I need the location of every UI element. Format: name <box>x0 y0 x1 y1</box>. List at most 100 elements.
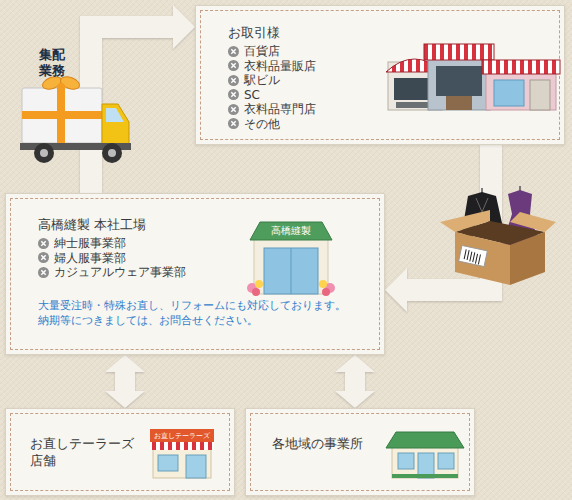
delivery-truck <box>57 83 65 91</box>
panel-heading: 高橋縫製 本社工場 <box>38 216 146 233</box>
bullet-icon <box>41 270 45 274</box>
bullet-icon <box>38 267 49 278</box>
store-fronts <box>394 78 434 100</box>
bullet-icon <box>38 238 49 249</box>
tailor-shop <box>150 429 214 478</box>
text-row: SC <box>228 88 552 103</box>
delivery-truck <box>22 111 102 119</box>
clothing-box <box>459 245 488 266</box>
bullet-icon <box>228 104 239 115</box>
panel-heading: お取引様 <box>228 24 280 41</box>
list-item: カジュアルウェア事業部 <box>54 265 186 280</box>
text-row: お取引様 <box>228 24 552 44</box>
list-item: 百貨店 <box>244 44 280 59</box>
store-fronts <box>386 44 560 110</box>
block-arrow <box>105 355 145 408</box>
clothing-box <box>455 232 510 285</box>
list-item: SC <box>244 88 260 103</box>
arrow-head <box>105 355 145 372</box>
delivery-truck <box>102 143 122 163</box>
factory-building <box>247 222 335 296</box>
branch-office <box>392 446 458 478</box>
bullet-icon <box>231 107 235 111</box>
delivery-truck <box>22 88 102 143</box>
arrow-head <box>335 391 375 408</box>
bullet-icon <box>231 49 235 53</box>
store-fronts <box>424 44 494 60</box>
text-row: カジュアルウェア事業部 <box>38 265 372 280</box>
bullet-icon <box>41 241 45 245</box>
store-fronts <box>428 48 490 110</box>
text-row: 衣料品専門店 <box>228 102 552 117</box>
bullet-icon <box>231 64 235 68</box>
tailor-shop <box>153 448 211 478</box>
clothing-box <box>455 221 545 245</box>
factory-building <box>322 288 330 296</box>
clothing-box <box>510 212 556 232</box>
delivery-truck <box>40 149 48 157</box>
bullet-icon <box>38 267 49 278</box>
store-fronts <box>386 59 444 72</box>
bullet-icon <box>228 46 239 57</box>
clothing-box <box>510 232 545 285</box>
branch-office <box>438 453 454 469</box>
clothing-box <box>462 192 504 240</box>
arrow-head <box>335 355 375 372</box>
arrow-shaft <box>91 27 174 193</box>
factory-building <box>319 280 327 288</box>
list-item: 衣料品量販店 <box>244 59 316 74</box>
delivery-truck <box>108 149 116 157</box>
text-row: 駅ビル <box>228 73 552 88</box>
clothing-box <box>440 210 490 232</box>
factory-building <box>291 248 292 294</box>
bullet-icon <box>228 75 239 86</box>
tailor-shop <box>150 429 214 442</box>
store-fronts <box>396 102 432 108</box>
tailor-shop <box>150 442 214 450</box>
store-fronts <box>388 62 442 110</box>
text-row: その他 <box>228 117 552 132</box>
panel-box: 各地域の事業所 <box>245 408 475 496</box>
arrow-shaft <box>115 371 135 392</box>
delivery-truck <box>102 104 129 146</box>
bullet-icon <box>41 256 45 260</box>
bullet-icon <box>228 118 239 129</box>
panel-box: 高橋縫製 本社工場紳士服事業部婦人服事業部カジュアルウェア事業部大量受注時・特殊… <box>5 193 385 355</box>
bullet-icon <box>228 60 239 71</box>
bullet-icon <box>231 122 235 126</box>
bullet-icon <box>228 75 239 86</box>
branch-office <box>386 432 464 478</box>
list-item: 婦人服事業部 <box>54 251 126 266</box>
text-row: 婦人服事業部 <box>38 251 372 266</box>
delivery-truck <box>106 108 124 122</box>
bullet-icon <box>228 118 239 129</box>
panel-text: お直しテーラーズ 店舗 <box>30 435 138 469</box>
text-row: 紳士服事業部 <box>38 236 372 251</box>
note-text: 大量受注時・特殊お直し、リフォームにも対応しております。 納期等につきましては、… <box>38 298 356 328</box>
clothing-box <box>464 249 481 264</box>
list-item: 衣料品専門店 <box>244 102 316 117</box>
arrow-head <box>173 5 195 49</box>
block-arrow <box>385 145 491 312</box>
clothing-box <box>482 186 520 194</box>
list-item: 紳士服事業部 <box>54 236 126 251</box>
panel-box: お直しテーラーズ 店舗 <box>5 408 235 496</box>
delivery-truck <box>34 143 54 163</box>
delivery-truck <box>20 143 131 150</box>
arrow-head <box>385 268 407 312</box>
tailor-shop <box>158 455 178 471</box>
factory-building <box>252 288 260 296</box>
bullet-icon <box>38 252 49 263</box>
store-fronts <box>530 80 550 110</box>
store-fronts <box>486 64 556 110</box>
store-fronts <box>446 96 472 110</box>
clothing-box <box>440 186 556 285</box>
sign-text: 高橋縫製 <box>271 224 311 238</box>
bullet-icon <box>231 93 235 97</box>
clothing-box <box>502 190 540 246</box>
list-item: 駅ビル <box>244 73 280 88</box>
factory-building <box>264 248 318 294</box>
branch-office <box>418 453 434 478</box>
